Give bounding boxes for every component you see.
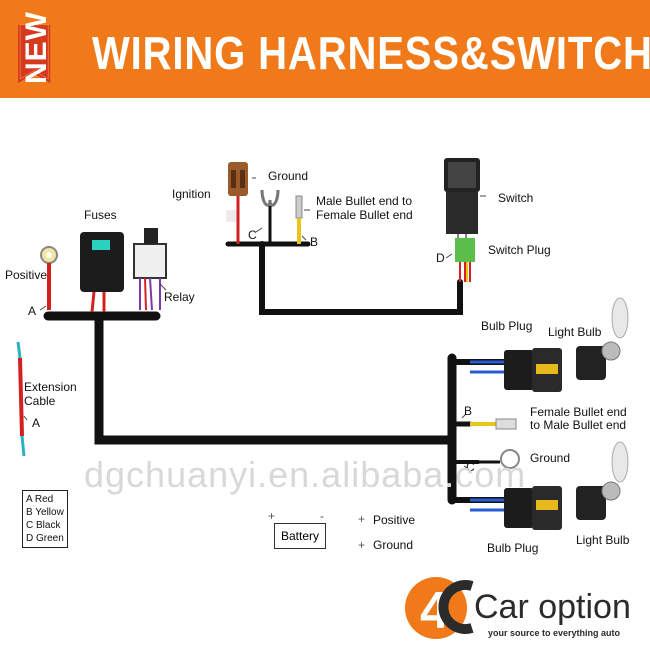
light-bulb-top bbox=[576, 297, 629, 380]
ring-terminal-positive bbox=[40, 246, 58, 310]
rocker-switch bbox=[444, 158, 480, 246]
svg-text:-: - bbox=[320, 509, 324, 523]
battery: Battery bbox=[274, 523, 326, 549]
ground-fork-terminal-top bbox=[260, 189, 280, 244]
relay bbox=[133, 228, 167, 311]
minus-symbol: + bbox=[358, 538, 365, 552]
legend-c: C Black bbox=[26, 520, 61, 531]
label-positive-left: Positive bbox=[5, 268, 48, 282]
title-banner: WIRING HARNESS&SWITCH bbox=[0, 0, 650, 98]
label-c-mid: C bbox=[466, 460, 475, 474]
label-extension-line1: Extension bbox=[24, 380, 77, 394]
label-light-bulb-top: Light Bulb bbox=[548, 325, 602, 339]
legend-b: B Yellow bbox=[26, 507, 64, 518]
fuse-box bbox=[80, 232, 124, 313]
label-a-left: A bbox=[28, 304, 37, 318]
label-female-bullet-line2: to Male Bullet end bbox=[530, 418, 627, 432]
bulb-plug-bottom bbox=[470, 486, 562, 530]
main-trunk bbox=[94, 311, 457, 445]
logo-tagline: your source to everything auto bbox=[488, 628, 621, 638]
label-male-bullet: Male Bullet end to bbox=[316, 194, 413, 208]
light-bulb-bottom bbox=[576, 441, 629, 520]
label-switch-plug: Switch Plug bbox=[488, 243, 551, 257]
logo-name: Car option bbox=[474, 588, 631, 626]
label-female-bullet-line1: Female Bullet end bbox=[530, 405, 627, 419]
legend-a: A Red bbox=[26, 494, 54, 505]
label-c-top: C bbox=[248, 228, 257, 242]
label-bulb-plug-top: Bulb Plug bbox=[481, 319, 533, 333]
car-option-logo-mark: 4 bbox=[405, 577, 474, 640]
banner-title: WIRING HARNESS&SWITCH bbox=[92, 27, 650, 79]
ignition-connector bbox=[226, 162, 248, 244]
new-ribbon-icon bbox=[18, 24, 51, 84]
label-a-ext: A bbox=[32, 416, 41, 430]
label-ground-mid: Ground bbox=[530, 451, 571, 465]
svg-text:+: + bbox=[268, 509, 275, 523]
label-positive-legend: Positive bbox=[373, 513, 416, 527]
bulb-plug-top bbox=[470, 348, 562, 392]
male-bullet-top bbox=[295, 195, 303, 244]
wire-color-legend: A Red B Yellow C Black D Green bbox=[22, 490, 68, 548]
label-ground-legend: Ground bbox=[373, 538, 414, 552]
label-bulb-plug-bottom: Bulb Plug bbox=[487, 541, 539, 555]
plus-symbol: + bbox=[358, 512, 365, 526]
label-extension-line2: Cable bbox=[24, 394, 56, 408]
label-relay: Relay bbox=[164, 290, 195, 304]
label-ground-top: Ground bbox=[268, 169, 309, 183]
label-light-bulb-bottom: Light Bulb bbox=[576, 533, 630, 547]
label-ignition: Ignition bbox=[172, 187, 211, 201]
label-switch: Switch bbox=[498, 191, 534, 205]
label-fuses: Fuses bbox=[84, 208, 117, 222]
label-b-top: B bbox=[310, 235, 319, 249]
label-female-bullet-to: Female Bullet end bbox=[316, 208, 413, 222]
legend-d: D Green bbox=[26, 533, 64, 544]
label-d: D bbox=[436, 251, 445, 265]
watermark: dgchuanyi.en.alibaba.com bbox=[84, 454, 527, 495]
label-b-mid: B bbox=[464, 404, 473, 418]
switch-plug bbox=[455, 238, 475, 282]
female-bullet-mid bbox=[470, 418, 517, 430]
ground-ring-mid bbox=[478, 449, 520, 469]
extension-cable bbox=[16, 341, 26, 457]
